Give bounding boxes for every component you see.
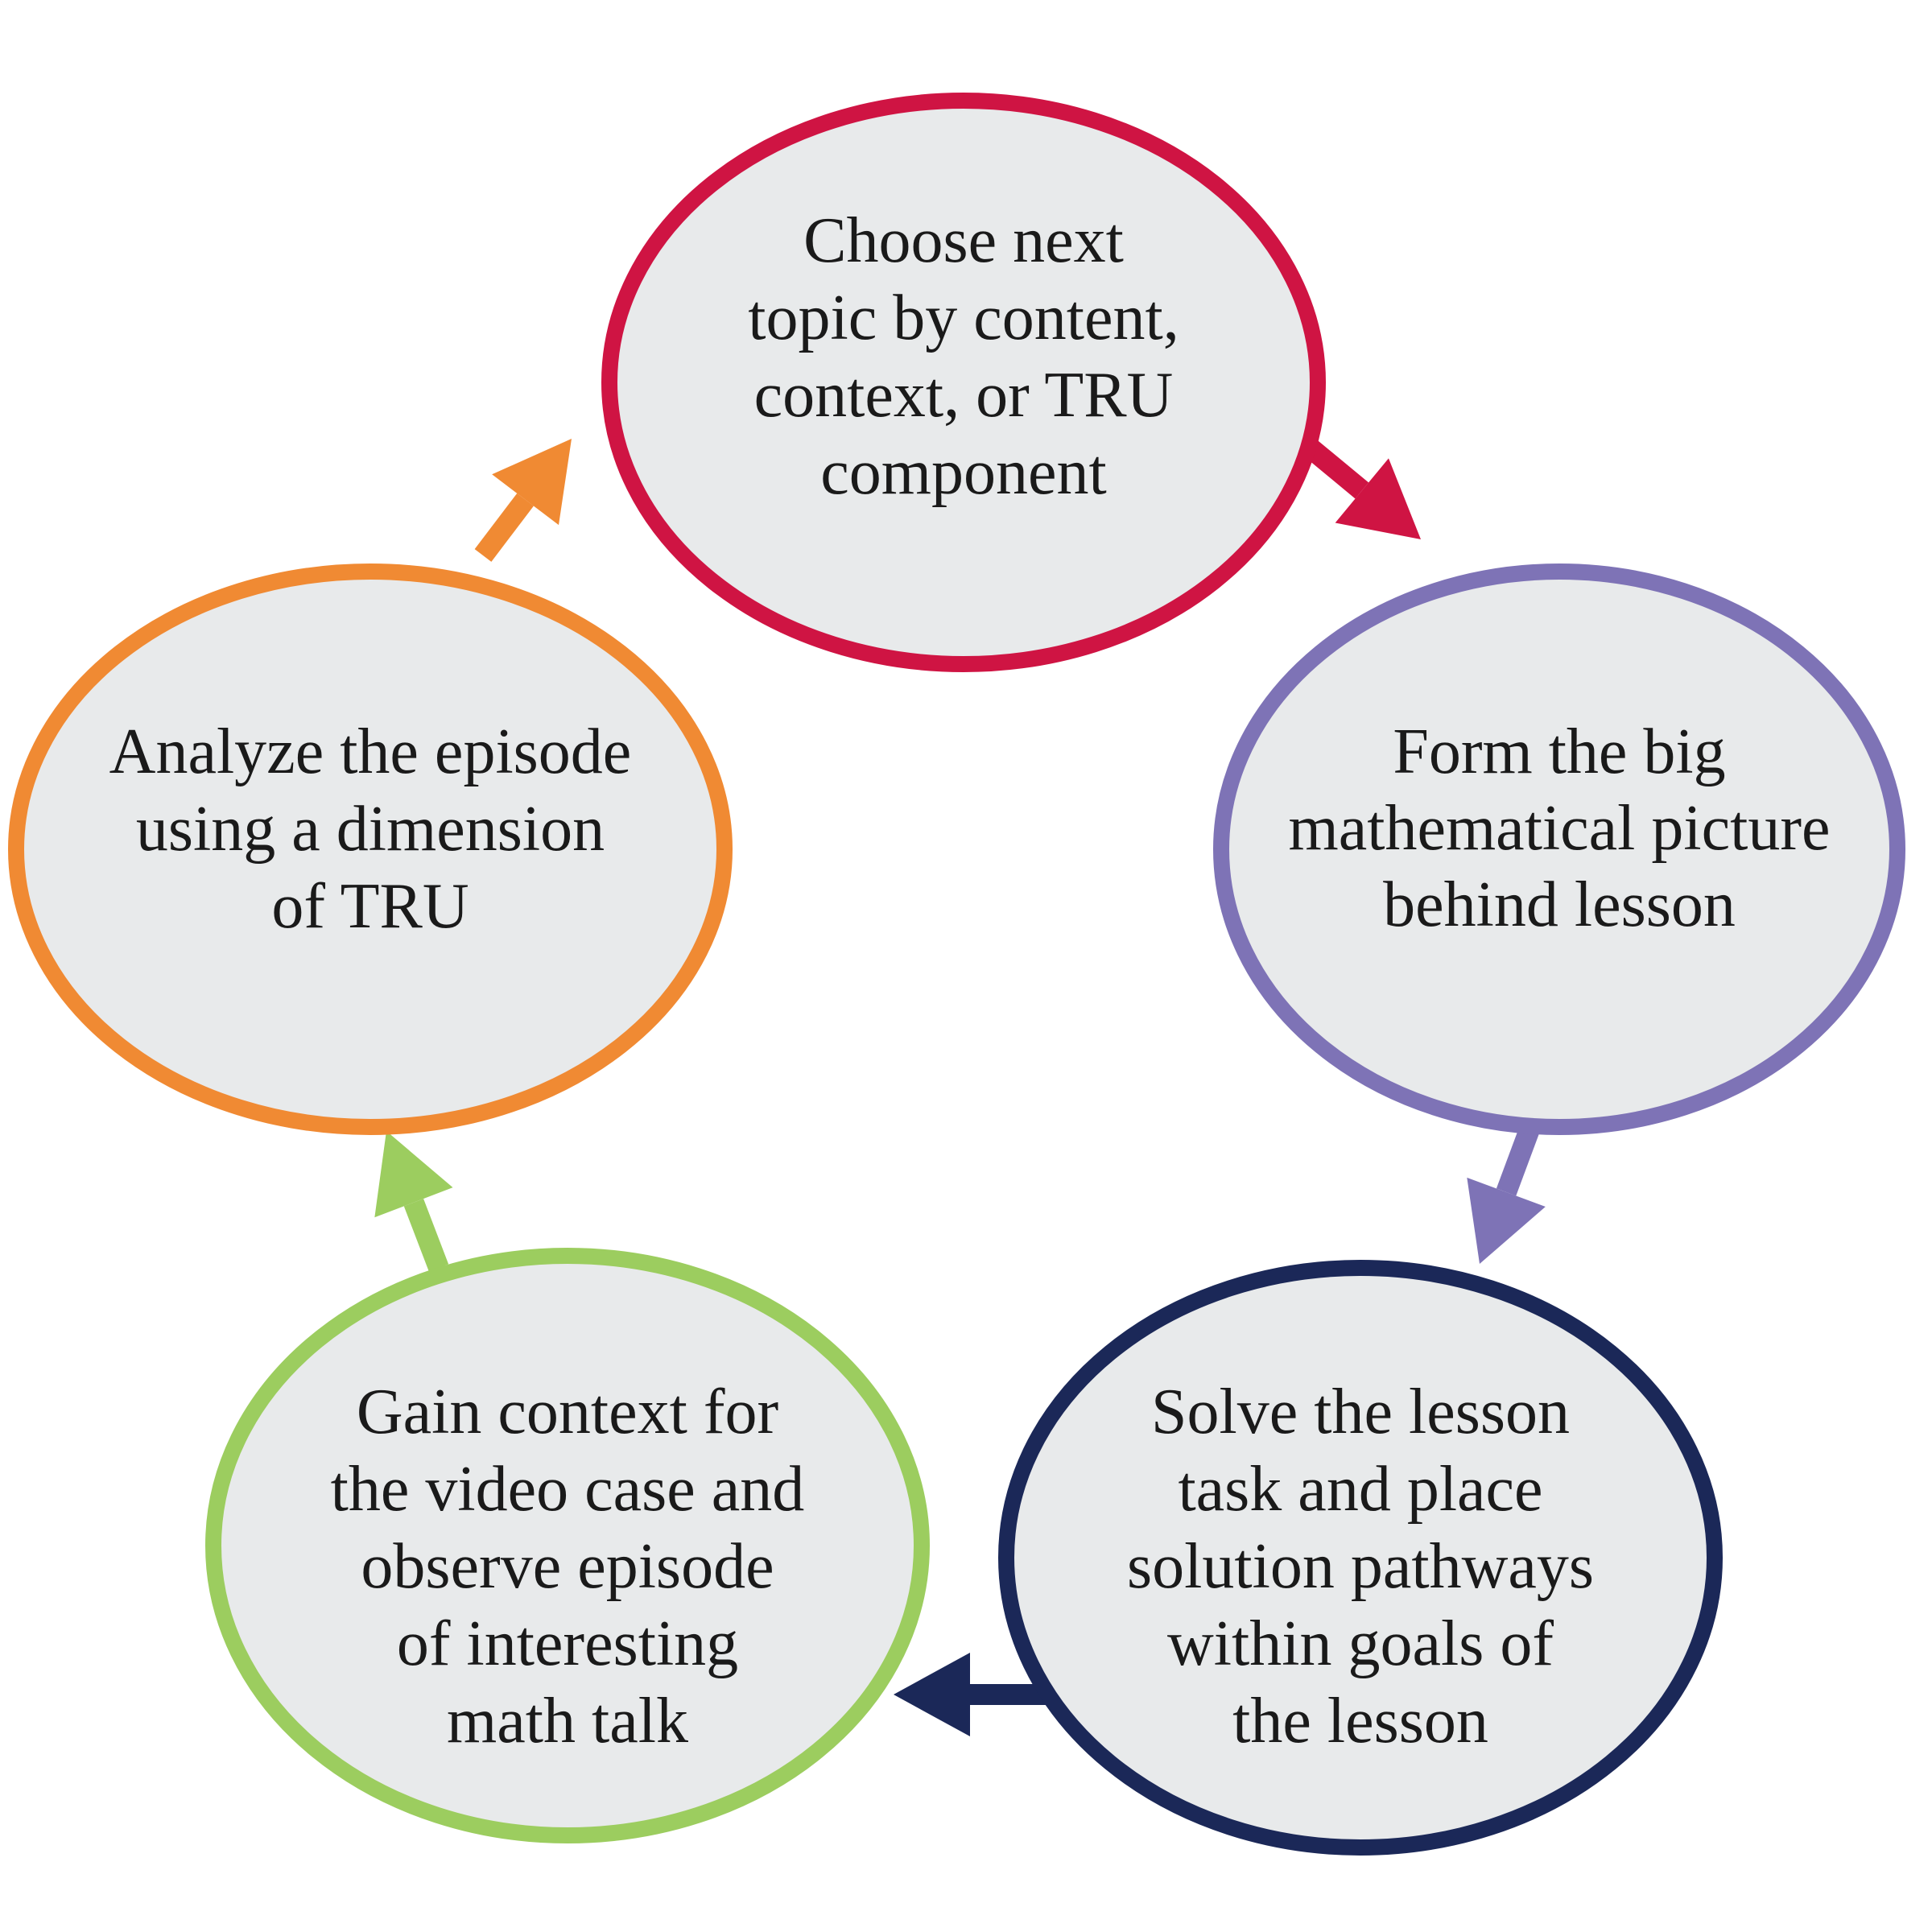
cycle-arrow-2 bbox=[1467, 1119, 1546, 1264]
node-label-line: mathematical picture bbox=[1288, 793, 1830, 864]
node-ellipse bbox=[601, 93, 1326, 672]
arrow-head bbox=[1335, 458, 1421, 539]
arrows-layer bbox=[374, 434, 1546, 1736]
node-ellipse bbox=[205, 1248, 930, 1843]
node-label-line: of interesting bbox=[397, 1608, 738, 1679]
cycle-arrow-4 bbox=[374, 1131, 453, 1272]
node-label-line: math talk bbox=[447, 1686, 688, 1757]
arrow-shaft bbox=[970, 1684, 1051, 1705]
node-label-line: context, or TRU bbox=[754, 360, 1174, 431]
cycle-arrow-3 bbox=[894, 1653, 1051, 1736]
node-label-line: Gain context for bbox=[357, 1377, 778, 1447]
node-label-line: component bbox=[820, 437, 1106, 508]
cycle-arrow-1 bbox=[1297, 434, 1421, 539]
node-label-line: behind lesson bbox=[1383, 869, 1736, 940]
node-label-line: Form the big bbox=[1393, 716, 1725, 787]
arrow-head bbox=[374, 1131, 453, 1218]
arrow-head bbox=[894, 1653, 970, 1736]
node-label-line: using a dimension bbox=[136, 794, 605, 865]
arrow-shaft bbox=[1496, 1119, 1542, 1196]
node-label-line: the video case and bbox=[331, 1454, 805, 1525]
arrow-shaft bbox=[403, 1199, 449, 1272]
node-label-line: solution pathways bbox=[1127, 1531, 1594, 1602]
cycle-arrow-5 bbox=[474, 439, 572, 562]
node-label-line: Solve the lesson bbox=[1151, 1377, 1570, 1447]
node-label-line: the lesson bbox=[1232, 1686, 1488, 1757]
arrow-head bbox=[492, 439, 572, 526]
node-label-line: within goals of bbox=[1167, 1608, 1554, 1679]
node-label-line: observe episode bbox=[361, 1531, 774, 1602]
node-label-line: Choose next bbox=[803, 205, 1124, 276]
arrow-head bbox=[1467, 1177, 1546, 1264]
node-label-line: Analyze the episode bbox=[109, 716, 632, 787]
arrow-shaft bbox=[474, 493, 534, 562]
node-label-line: of TRU bbox=[271, 871, 469, 942]
node-ellipse bbox=[8, 564, 733, 1135]
node-ellipse bbox=[998, 1260, 1723, 1856]
node-label-line: task and place bbox=[1178, 1454, 1542, 1525]
node-ellipse bbox=[1213, 564, 1905, 1135]
node-label-line: topic by content, bbox=[748, 283, 1179, 353]
